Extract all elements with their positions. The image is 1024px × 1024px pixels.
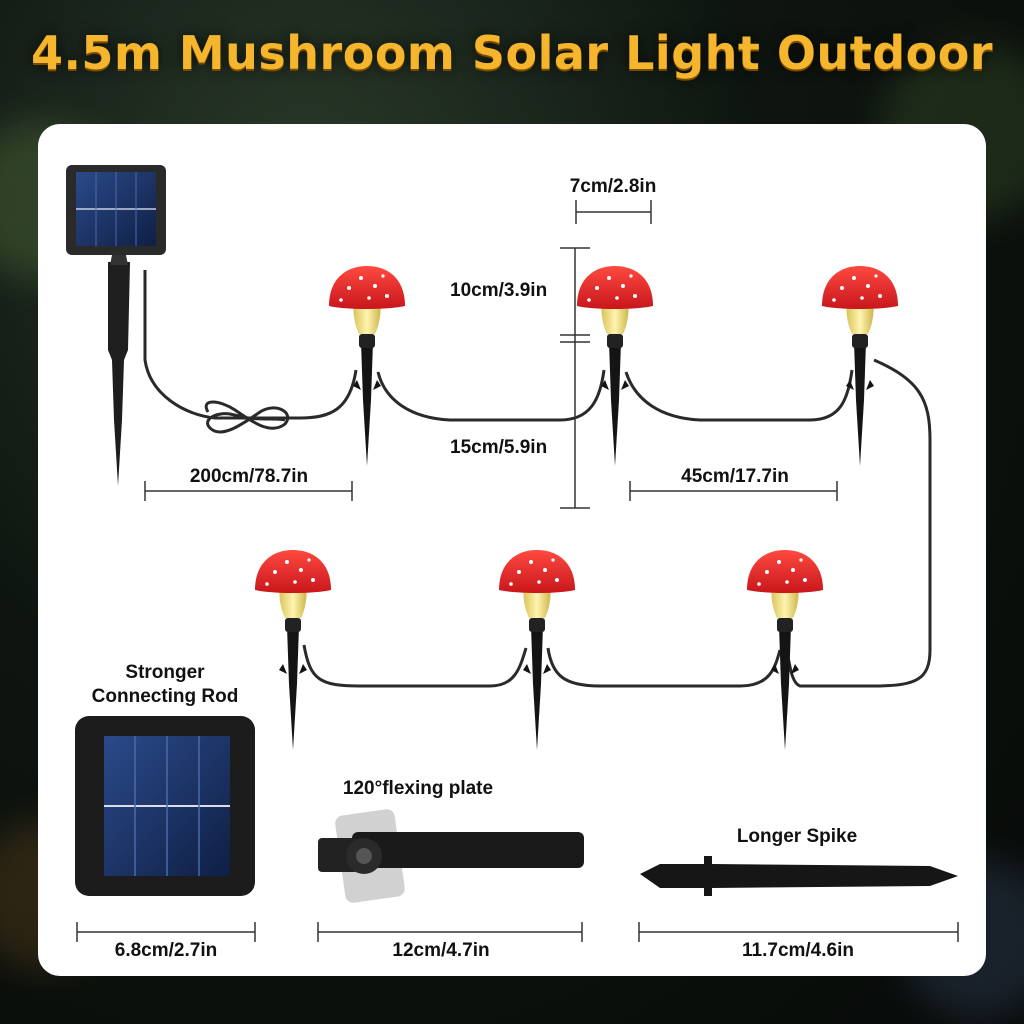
rod-label-line2: Connecting Rod [91,686,239,707]
mushroom-light [255,550,331,750]
cap-height-label: 10cm/3.9in [450,280,548,301]
flex-plate-label: 120°flexing plate [342,778,494,799]
spike-length-label: 11.7cm/4.6in [742,940,854,961]
lead-cable-label: 200cm/78.7in [189,466,309,487]
mushroom-light [499,550,575,750]
dimension-lines [76,200,959,942]
mushroom-light [577,266,653,466]
page-title: 4.5m Mushroom Solar Light Outdoor [30,26,994,80]
spacing-label: 45cm/17.7in [681,466,789,487]
solar-panel-stake [66,165,166,486]
cable [143,270,932,688]
panel-size-label: 6.8cm/2.7in [114,940,218,961]
connecting-rod [318,809,584,903]
mushroom-light [747,550,823,750]
solar-panel-detail [75,716,255,896]
longer-spike [640,856,958,896]
stake-height-label: 15cm/5.9in [450,437,548,458]
cap-width-label: 7cm/2.8in [569,176,657,197]
mushroom-light [329,266,405,466]
rod-label-line1: Stronger [125,662,205,683]
spike-label: Longer Spike [736,826,858,847]
rod-length-label: 12cm/4.7in [392,940,490,961]
